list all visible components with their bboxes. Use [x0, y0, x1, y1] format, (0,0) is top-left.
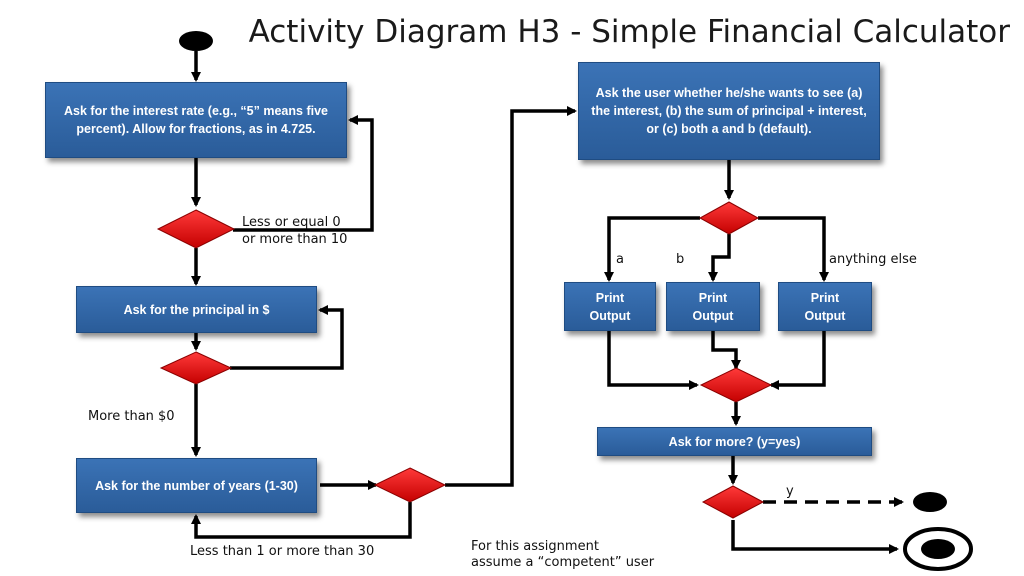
edge-print-a-merge [607, 331, 699, 390]
edge-branch-b [708, 234, 731, 282]
edge-branch-else [758, 216, 829, 282]
decision-interest [156, 209, 236, 249]
edge-interest-retry [233, 115, 374, 232]
decision-more [701, 485, 765, 519]
action-print-output-else: Print Output [778, 282, 872, 331]
note-line-1: For this assignment [471, 539, 599, 554]
diagram-title: Activity Diagram H3 - Simple Financial C… [248, 14, 1010, 50]
loop-back-node [913, 492, 947, 512]
edge-principal-retry [230, 305, 344, 370]
action-ask-more: Ask for more? (y=yes) [597, 427, 872, 456]
guard-years-invalid: Less than 1 or more than 30 [190, 544, 375, 559]
action-print-output-b: Print Output [666, 282, 760, 331]
decision-choice [698, 201, 760, 235]
guard-interest-invalid-2: or more than 10 [242, 232, 348, 247]
initial-node [179, 31, 213, 51]
edge-print-b-merge [711, 331, 741, 370]
edge-more-no [731, 520, 899, 554]
guard-choice-a: a [616, 252, 624, 267]
edge-years-to-choice [445, 106, 577, 487]
guard-principal-valid: More than $0 [88, 409, 175, 424]
merge-output [699, 367, 773, 403]
action-ask-interest: Ask for the interest rate (e.g., “5” mea… [45, 82, 347, 158]
final-node-core [921, 539, 955, 559]
guard-choice-else: anything else [829, 252, 917, 267]
decision-principal [159, 351, 233, 385]
action-ask-principal: Ask for the principal in $ [76, 286, 317, 333]
action-print-output-a: Print Output [564, 282, 656, 331]
note-line-2: assume a “competent” user [471, 555, 655, 570]
action-ask-choice: Ask the user whether he/she wants to see… [578, 62, 880, 160]
action-ask-years: Ask for the number of years (1-30) [76, 458, 317, 513]
guard-choice-b: b [676, 252, 685, 267]
guard-more-yes: y [786, 484, 794, 499]
decision-years [373, 467, 447, 503]
edge-branch-a [604, 216, 700, 282]
edge-years-retry [191, 502, 412, 539]
edge-print-else-merge [769, 331, 826, 390]
guard-interest-invalid-1: Less or equal 0 [242, 215, 341, 230]
